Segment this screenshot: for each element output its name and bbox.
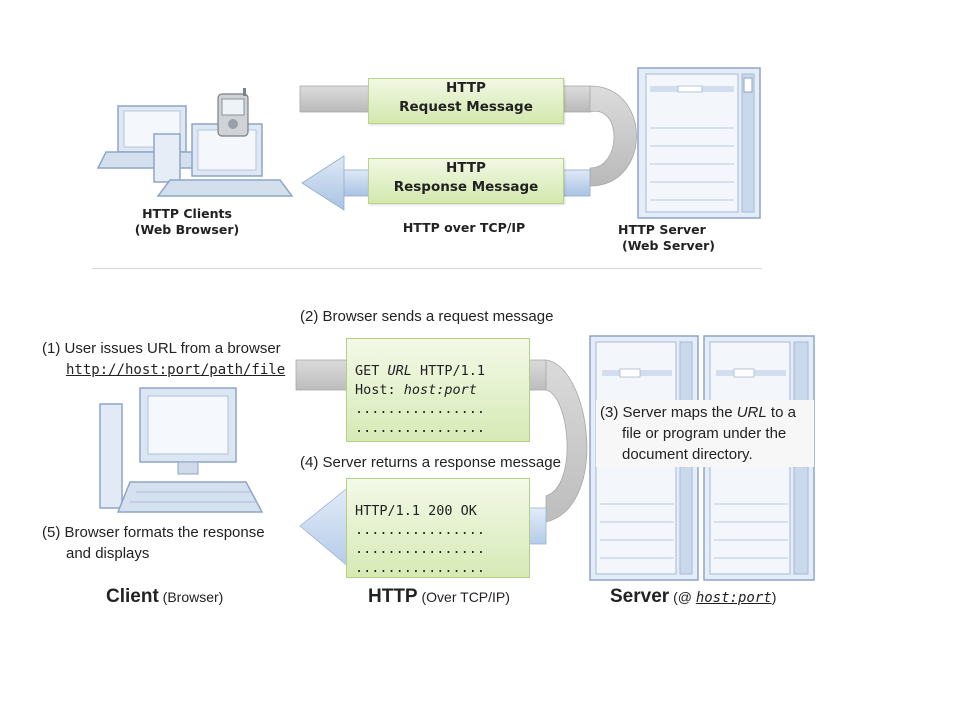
panel-divider [92,268,762,269]
response-label-line1: HTTP [446,160,486,176]
step3-line1-suffix: to a [766,404,796,421]
step3-text: (3) Server maps the URL to a file or pro… [596,400,814,467]
step5-line1: (5) Browser formats the response [42,524,265,541]
step5-text: (5) Browser formats the response and dis… [42,522,312,564]
response-message-label: HTTP Response Message [368,158,564,204]
step5-line2: and displays [66,545,150,562]
request-label-line1: HTTP [446,80,486,96]
client-computer-icon [99,387,264,513]
client-title: Client [106,586,159,607]
request-dots-2: ................ [355,420,486,436]
clients-caption-line2: (Web Browser) [134,222,240,237]
step2-text: (2) Browser sends a request message [300,308,554,325]
host-header-value: host:port [403,382,477,398]
client-subtitle: (Browser) [162,589,224,605]
request-url-token: URL [387,363,412,379]
request-line1: GET URL HTTP/1.1 [355,363,485,379]
server-host-port: host:port [695,590,772,606]
request-line2: Host: host:port [355,382,477,398]
step1-url-row: http://host:port/path/file [42,359,312,381]
request-method: GET [355,363,388,379]
response-dots-3: ................ [355,560,486,576]
request-label-line2: Request Message [399,99,533,115]
server-caption-line1: HTTP Server [618,222,706,237]
http-title: HTTP [368,586,418,607]
step3-line1-prefix: (3) Server maps the [600,404,737,421]
web-server-icon [637,67,761,219]
server-subtitle-prefix: (@ [673,589,696,605]
server-title: Server [610,586,670,607]
response-label-line2: Response Message [393,179,539,195]
step1-text: (1) User issues URL from a browser http:… [42,338,312,381]
request-message-label: HTTP Request Message [368,78,564,124]
http-clients-caption: HTTP Clients (Web Browser) [112,206,262,238]
client-footer-label: Client (Browser) [106,586,223,608]
request-message-note: GET URL HTTP/1.1 Host: host:port .......… [346,338,530,442]
step3-line2: file or program under the [622,425,787,442]
bottom-diagram: (1) User issues URL from a browser http:… [30,296,816,616]
transport-caption: HTTP over TCP/IP [402,220,526,235]
step4-text: (4) Server returns a response message [300,454,561,471]
top-diagram: HTTP Request Message HTTP Response Messa… [92,60,762,270]
server-subtitle-suffix: ) [771,589,777,605]
response-dots-1: ................ [355,522,486,538]
host-header-name: Host: [355,382,404,398]
server-caption-line2: (Web Server) [622,238,715,253]
http-footer-label: HTTP (Over TCP/IP) [368,586,510,608]
step3-line3: document directory. [622,446,753,463]
request-dots-1: ................ [355,401,486,417]
response-message-note: HTTP/1.1 200 OK ................ .......… [346,478,530,578]
step1-line1: (1) User issues URL from a browser [42,340,281,357]
response-dots-2: ................ [355,541,486,557]
http-subtitle: (Over TCP/IP) [421,589,510,605]
request-version: HTTP/1.1 [411,363,486,379]
http-server-caption: HTTP Server (Web Server) [614,222,736,254]
step3-url-token: URL [736,404,767,421]
server-footer-label: Server (@ host:port) [610,586,776,608]
step1-url-link[interactable]: http://host:port/path/file [66,362,286,378]
step3-line1: (3) Server maps the URL to a [600,402,810,423]
clients-caption-line1: HTTP Clients [142,206,232,221]
client-computers-icon [96,88,294,197]
response-status-line: HTTP/1.1 200 OK [355,503,477,519]
